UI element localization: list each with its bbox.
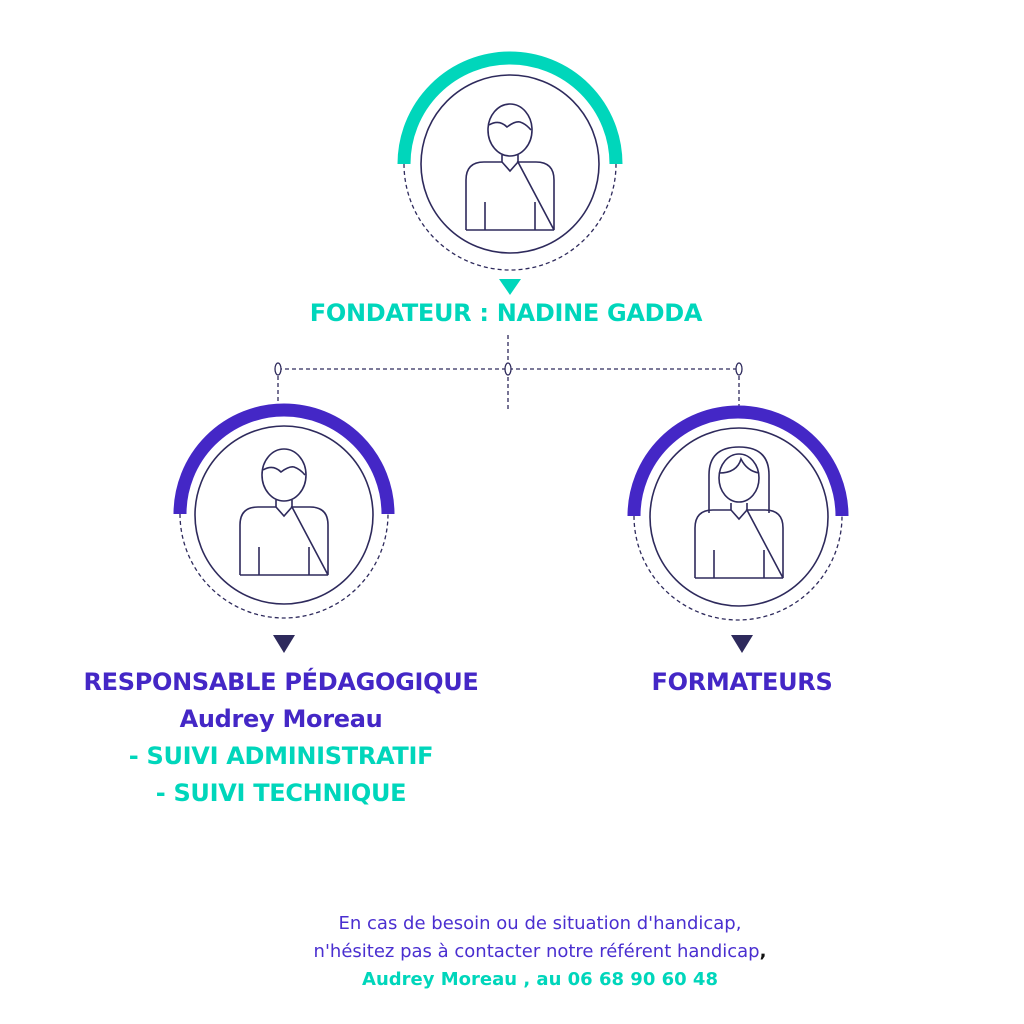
founder-arc xyxy=(397,51,623,165)
manager-triangle-icon xyxy=(273,635,295,653)
manager-duty-tech: - SUIVI TECHNIQUE xyxy=(155,779,407,807)
male-person-icon xyxy=(239,448,329,576)
manager-arc xyxy=(173,403,395,515)
founder-node xyxy=(397,51,623,295)
note-contact: Audrey Moreau , au 06 68 90 60 48 xyxy=(362,969,718,990)
female-person-icon xyxy=(694,446,784,579)
trainers-title: FORMATEURS xyxy=(651,668,833,696)
note-line-1: En cas de besoin ou de situation d'handi… xyxy=(338,913,742,934)
trainers-triangle-icon xyxy=(731,635,753,653)
founder-triangle-icon xyxy=(499,279,521,295)
note-line-2-text: n'hésitez pas à contacter notre référent… xyxy=(313,941,760,962)
trainers-dashed-arc xyxy=(633,515,843,621)
male-person-icon xyxy=(465,103,555,231)
founder-circle xyxy=(420,74,600,254)
trainers-circle xyxy=(649,427,829,607)
manager-duty-admin: - SUIVI ADMINISTRATIF xyxy=(128,742,434,770)
trainers-node xyxy=(627,405,849,653)
note-line-2: n'hésitez pas à contacter notre référent… xyxy=(314,938,767,966)
trainers-arc xyxy=(627,405,849,517)
manager-node xyxy=(173,403,395,653)
manager-name: Audrey Moreau xyxy=(179,705,383,733)
founder-dashed-arc xyxy=(403,163,617,271)
accessibility-note: En cas de besoin ou de situation d'handi… xyxy=(314,910,767,994)
note-comma: , xyxy=(759,941,767,962)
connector-lines xyxy=(274,335,743,412)
manager-dashed-arc xyxy=(179,513,389,619)
founder-label: FONDATEUR : NADINE GADDA xyxy=(309,299,703,327)
manager-circle xyxy=(194,425,374,605)
manager-title: RESPONSABLE PÉDAGOGIQUE xyxy=(83,668,479,696)
